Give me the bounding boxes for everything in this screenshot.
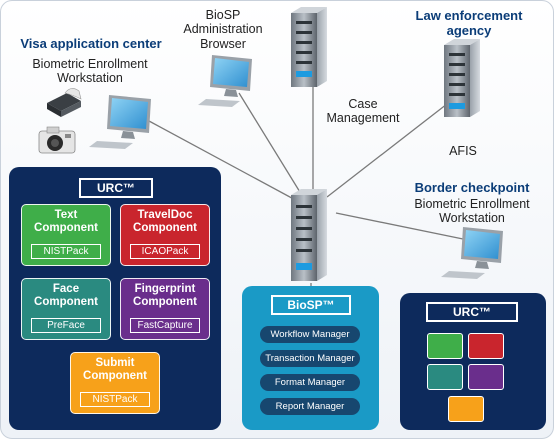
scanner-icon [47,88,82,117]
camera-icon [38,126,76,154]
component-name: Face Component [34,283,98,308]
workstation-icon [198,55,252,107]
urc-tile-purple [468,364,504,390]
component-name: TravelDoc Component [133,209,197,234]
workflow-manager: Workflow Manager [260,326,360,343]
law-enforcement-heading: Law enforcement agency [415,8,523,38]
link-admin-to-hub [238,92,304,198]
component-tag: PreFace [31,318,101,333]
server-icon [291,189,327,281]
fingerprint-component: Fingerprint Component FastCapture [120,278,210,340]
format-manager: Format Manager [260,374,360,391]
urc-panel: URC™ Text Component NISTPack TravelDoc C… [9,167,221,430]
link-afis-to-hub [326,96,457,198]
component-name: Text Component [34,209,98,234]
traveldoc-component: TravelDoc Component ICAOPack [120,204,210,266]
link-visa-to-hub [148,120,302,204]
urc-panel-title: URC™ [79,178,153,198]
text-component: Text Component NISTPack [21,204,111,266]
urc-tile-orange [448,396,484,422]
component-name: Fingerprint Component [133,283,197,308]
transaction-manager: Transaction Manager [260,350,360,367]
component-tag: FastCapture [130,318,200,333]
face-component: Face Component PreFace [21,278,111,340]
biosp-panel-title: BioSP™ [271,295,351,315]
component-tag: NISTPack [80,392,150,407]
urc-small-panel: URC™ [400,293,546,430]
component-tag: ICAOPack [130,244,200,259]
submit-component: Submit Component NISTPack [70,352,160,414]
visa-center-heading: Visa application center [20,36,162,51]
workstation-icon [441,227,503,279]
link-hub-to-border [335,212,464,240]
border-checkpoint-heading: Border checkpoint [414,180,530,195]
server-icon [291,7,327,87]
case-management-label: Case Management [326,97,400,126]
workstation-icon [89,95,151,149]
component-name: Submit Component [83,357,147,382]
biosp-panel: BioSP™ Workflow Manager Transaction Mana… [242,286,379,430]
urc-tile-green [427,333,463,359]
urc-small-panel-title: URC™ [426,302,518,322]
component-tag: NISTPack [31,244,101,259]
server-icon [444,39,480,117]
report-manager: Report Manager [260,398,360,415]
urc-tile-red [468,333,504,359]
visa-workstation-label: Biometric Enrollment Workstation [32,57,148,86]
admin-browser-label: BioSP Administration Browser [183,8,263,51]
urc-tile-teal [427,364,463,390]
border-workstation-label: Biometric Enrollment Workstation [414,197,530,226]
afis-label: AFIS [449,144,477,158]
